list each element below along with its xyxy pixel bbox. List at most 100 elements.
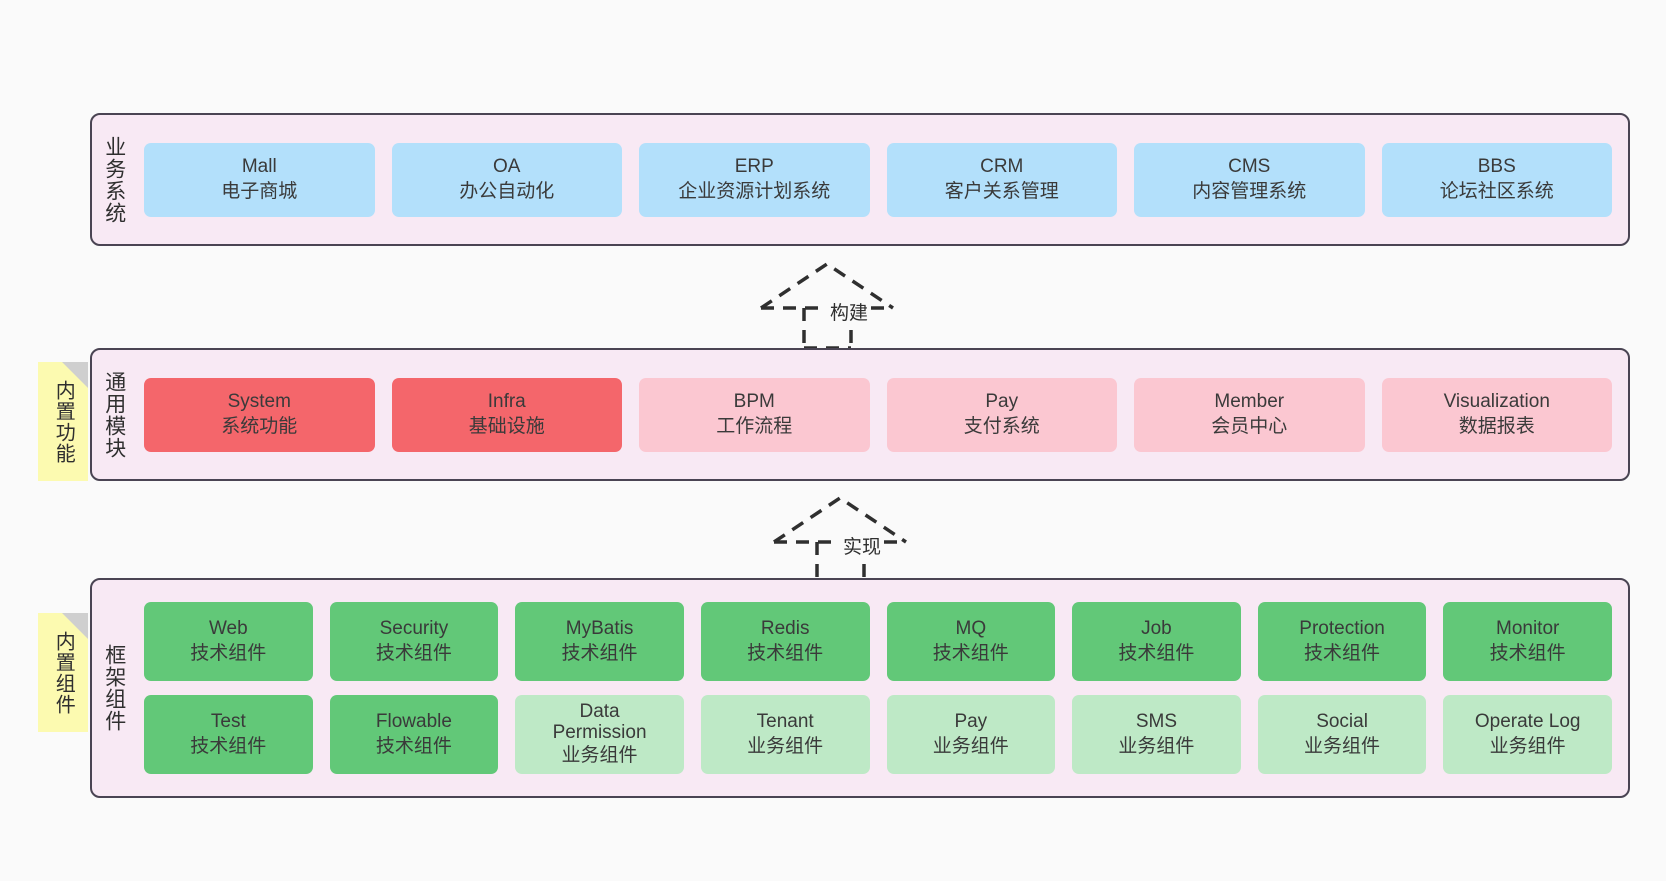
card-mybatis[interactable]: MyBatis 技术组件 xyxy=(515,602,684,681)
card-subtitle: 技术组件 xyxy=(1489,642,1566,664)
card-oa[interactable]: OA 办公自动化 xyxy=(391,142,622,217)
card-system[interactable]: System 系统功能 xyxy=(144,377,375,452)
card-subtitle: 系统功能 xyxy=(221,415,298,437)
card-tenant[interactable]: Tenant 业务组件 xyxy=(700,695,870,774)
card-title: Mall xyxy=(241,156,277,178)
card-erp[interactable]: ERP 企业资源计划系统 xyxy=(639,142,870,217)
card-title: MyBatis xyxy=(565,618,634,640)
layer-framework-component-body: Web 技术组件 Security 技术组件 MyBatis 技术组件 Redi… xyxy=(136,580,1628,796)
card-monitor[interactable]: Monitor 技术组件 xyxy=(1443,602,1612,681)
card-title: OA xyxy=(493,156,521,178)
layer-business-system-body: Mall 电子商城 OA 办公自动化 ERP 企业资源计划系统 CRM 客户关系… xyxy=(136,115,1628,244)
card-title: SMS xyxy=(1135,711,1178,733)
connector-build: 构建 xyxy=(759,258,919,350)
card-subtitle: 会员中心 xyxy=(1211,415,1288,437)
card-title: Redis xyxy=(760,618,810,640)
card-web[interactable]: Web 技术组件 xyxy=(144,602,313,681)
card-redis[interactable]: Redis 技术组件 xyxy=(700,602,870,681)
card-crm[interactable]: CRM 客户关系管理 xyxy=(886,142,1117,217)
card-subtitle: 业务组件 xyxy=(1489,735,1566,757)
card-subtitle: 技术组件 xyxy=(375,642,452,664)
card-title: MQ xyxy=(955,618,987,640)
sticky-fold-icon xyxy=(62,613,88,639)
card-subtitle: 工作流程 xyxy=(716,415,793,437)
card-title: Pay xyxy=(954,711,988,733)
card-title: CRM xyxy=(980,156,1024,178)
card-title: Visualization xyxy=(1443,391,1550,413)
card-subtitle: 技术组件 xyxy=(932,642,1009,664)
card-mq[interactable]: MQ 技术组件 xyxy=(886,602,1056,681)
card-sms[interactable]: SMS 业务组件 xyxy=(1072,695,1241,774)
card-subtitle: 技术组件 xyxy=(190,735,267,757)
card-test[interactable]: Test 技术组件 xyxy=(144,695,313,774)
sticky-note-label: 内置功能 xyxy=(52,379,75,464)
card-subtitle: 内容管理系统 xyxy=(1192,180,1307,202)
card-bpm[interactable]: BPM 工作流程 xyxy=(639,377,870,452)
card-security[interactable]: Security 技术组件 xyxy=(329,602,499,681)
card-title: CMS xyxy=(1228,156,1271,178)
card-subtitle: 客户关系管理 xyxy=(944,180,1059,202)
card-title: Data Permission xyxy=(552,700,647,744)
card-title: Tenant xyxy=(756,711,814,733)
card-title: Operate Log xyxy=(1474,711,1581,733)
card-title: Security xyxy=(379,618,449,640)
card-member[interactable]: Member 会员中心 xyxy=(1134,377,1365,452)
card-pay[interactable]: Pay 支付系统 xyxy=(886,377,1117,452)
card-subtitle: 数据报表 xyxy=(1458,415,1535,437)
card-title: System xyxy=(227,391,291,413)
card-title: ERP xyxy=(734,156,774,178)
card-flowable[interactable]: Flowable 技术组件 xyxy=(329,695,499,774)
card-row: System 系统功能 Infra 基础设施 BPM 工作流程 Pay 支付系统… xyxy=(144,377,1612,452)
card-subtitle: 业务组件 xyxy=(561,745,638,767)
card-operate-log[interactable]: Operate Log 业务组件 xyxy=(1443,695,1612,774)
card-title: Member xyxy=(1214,391,1285,413)
sticky-note-label: 内置组件 xyxy=(52,630,75,715)
card-bbs[interactable]: BBS 论坛社区系统 xyxy=(1381,142,1612,217)
layer-business-system: 业务系统 Mall 电子商城 OA 办公自动化 ERP 企业资源计划系统 CRM xyxy=(90,113,1630,246)
layer-business-system-label: 业务系统 xyxy=(102,135,126,224)
card-social[interactable]: Social 业务组件 xyxy=(1257,695,1427,774)
card-row-business: Test 技术组件 Flowable 技术组件 Data Permission … xyxy=(144,695,1612,774)
card-cms[interactable]: CMS 内容管理系统 xyxy=(1134,142,1365,217)
card-subtitle: 业务组件 xyxy=(932,735,1009,757)
connector-build-label: 构建 xyxy=(827,298,872,325)
card-job[interactable]: Job 技术组件 xyxy=(1072,602,1241,681)
card-data-permission[interactable]: Data Permission 业务组件 xyxy=(515,695,684,774)
sticky-fold-icon xyxy=(62,362,88,388)
card-title: Job xyxy=(1141,618,1172,640)
card-subtitle: 技术组件 xyxy=(375,735,452,757)
layer-common-module: 通用模块 System 系统功能 Infra 基础设施 BPM 工作流程 Pay xyxy=(90,348,1630,481)
card-subtitle: 企业资源计划系统 xyxy=(678,180,831,202)
card-subtitle: 技术组件 xyxy=(561,642,638,664)
layer-framework-component-label: 框架组件 xyxy=(102,644,126,732)
card-title: Social xyxy=(1316,711,1368,733)
card-subtitle: 基础设施 xyxy=(468,415,545,437)
sticky-note-builtin-component: 内置组件 xyxy=(38,613,88,732)
card-title: BBS xyxy=(1477,156,1516,178)
layer-common-module-body: System 系统功能 Infra 基础设施 BPM 工作流程 Pay 支付系统… xyxy=(136,350,1628,479)
card-subtitle: 业务组件 xyxy=(1304,735,1381,757)
card-subtitle: 论坛社区系统 xyxy=(1439,180,1554,202)
card-visualization[interactable]: Visualization 数据报表 xyxy=(1381,377,1612,452)
card-subtitle: 办公自动化 xyxy=(459,180,555,202)
card-infra[interactable]: Infra 基础设施 xyxy=(391,377,622,452)
sticky-note-builtin-function: 内置功能 xyxy=(38,362,88,481)
card-protection[interactable]: Protection 技术组件 xyxy=(1257,602,1427,681)
card-subtitle: 支付系统 xyxy=(963,415,1040,437)
card-title: Monitor xyxy=(1496,618,1560,640)
card-subtitle: 业务组件 xyxy=(1118,735,1195,757)
card-row-tech: Web 技术组件 Security 技术组件 MyBatis 技术组件 Redi… xyxy=(144,602,1612,681)
card-title: Test xyxy=(210,711,246,733)
card-subtitle: 技术组件 xyxy=(1118,642,1195,664)
card-title: Protection xyxy=(1299,618,1385,640)
card-title: Infra xyxy=(487,391,526,413)
card-title: Pay xyxy=(985,391,1019,413)
card-pay-business[interactable]: Pay 业务组件 xyxy=(886,695,1056,774)
card-mall[interactable]: Mall 电子商城 xyxy=(144,142,375,217)
card-row: Mall 电子商城 OA 办公自动化 ERP 企业资源计划系统 CRM 客户关系… xyxy=(144,142,1612,217)
card-subtitle: 技术组件 xyxy=(747,642,824,664)
card-title: BPM xyxy=(733,391,775,413)
layer-framework-component: 框架组件 Web 技术组件 Security 技术组件 MyBatis 技术组件… xyxy=(90,578,1630,798)
card-subtitle: 电子商城 xyxy=(221,180,298,202)
